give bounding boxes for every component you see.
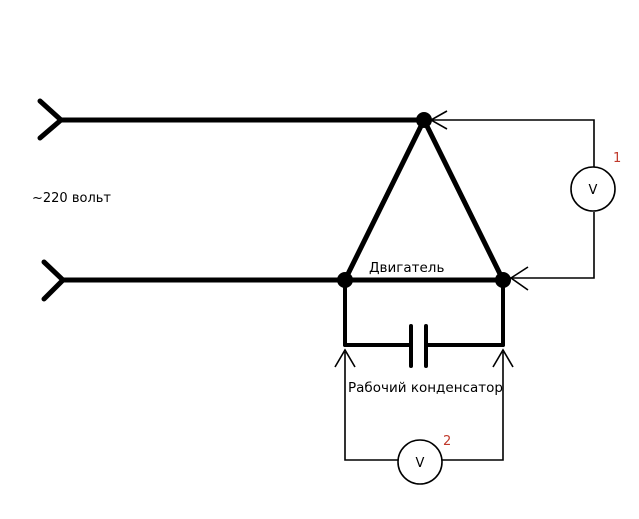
voltmeter-1-circuit (429, 110, 616, 291)
voltmeter-2-number: 2 (443, 434, 451, 449)
voltmeter-1-symbol: V (589, 183, 598, 198)
mains-input (37, 98, 427, 302)
voltmeter-2-icon (397, 439, 443, 485)
junctions (337, 112, 511, 288)
probe-arrow-right-bottom-icon (492, 348, 514, 368)
voltmeter-2-lead-right (442, 352, 504, 461)
motor-winding (342, 117, 506, 283)
winding-right (421, 117, 506, 283)
motor-label: Двигатель (369, 260, 444, 276)
plug-terminal-top-icon (37, 98, 65, 141)
capacitor-label: Рабочий конденсатор (348, 380, 503, 396)
voltmeter-2-circuit (334, 348, 514, 485)
voltmeter-2-symbol: V (416, 456, 425, 471)
voltmeter-1-lead (430, 119, 595, 167)
junction-left (337, 272, 353, 288)
voltmeter-1-lead-lower (510, 212, 595, 279)
probe-arrow-right-icon (509, 266, 529, 291)
voltmeter-2-lead-left (344, 352, 398, 461)
capacitor-branch (343, 278, 505, 368)
junction-right (495, 272, 511, 288)
junction-top (416, 112, 432, 128)
voltmeter-1-number: 1 (613, 151, 621, 166)
voltmeter-1-icon (570, 166, 616, 212)
voltage-label: ~220 вольт (32, 191, 111, 206)
plug-terminal-bottom-icon (41, 259, 67, 302)
probe-arrow-left-icon (334, 348, 356, 368)
winding-left (342, 117, 427, 283)
